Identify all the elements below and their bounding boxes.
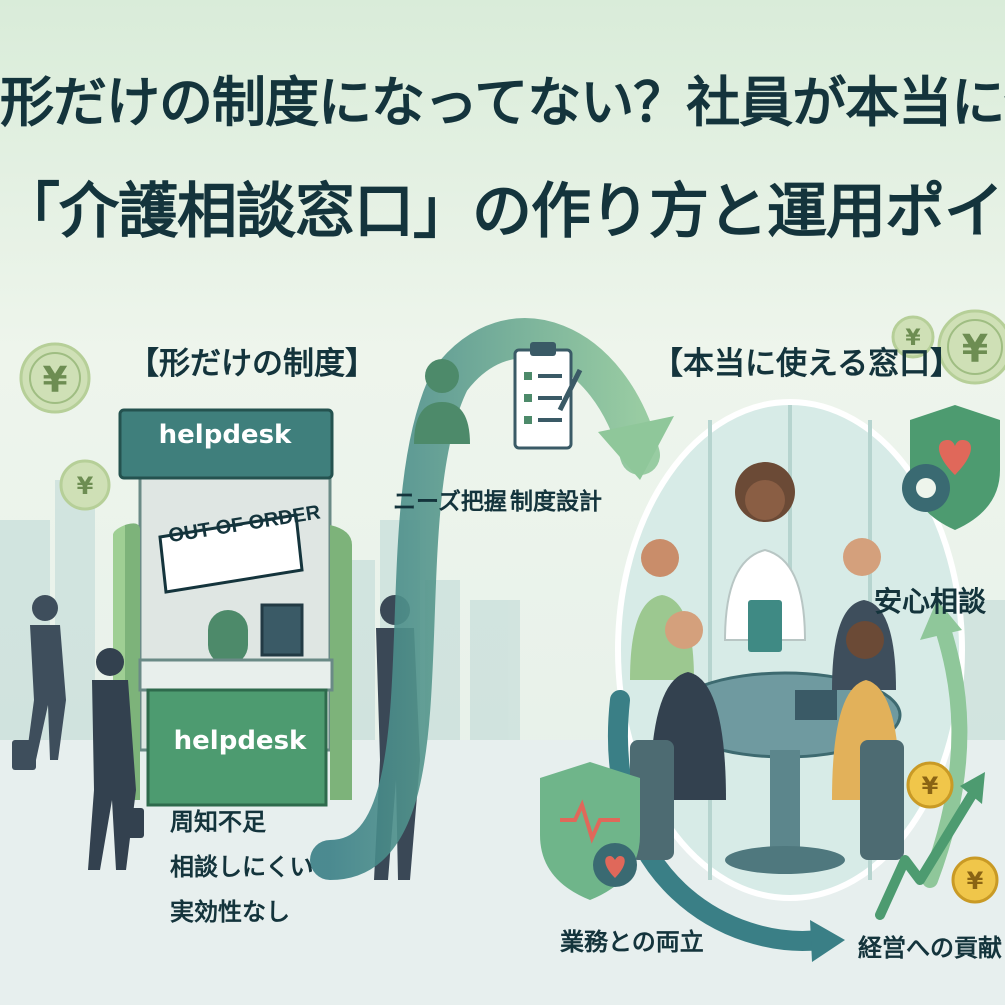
coin-yen-symbol: ¥ xyxy=(922,772,939,800)
yen-coin-icon xyxy=(19,342,91,414)
coin-yen-symbol: ¥ xyxy=(967,867,984,895)
helpdesk-counter xyxy=(146,688,328,807)
flow-step-design-label: 制度設計 xyxy=(510,489,602,515)
problem-item: 実効性なし xyxy=(170,898,290,926)
problem-item: 相談しにくい xyxy=(170,853,314,881)
helpdesk-sign-board xyxy=(118,408,334,480)
yen-coin-icon xyxy=(891,315,935,359)
chair xyxy=(860,740,904,860)
walking-person-icon xyxy=(12,595,66,770)
title-line-2: 「介護相談窓口」の作り方と運用ポイント xyxy=(0,177,1005,247)
coin-yen-symbol: ¥ xyxy=(962,327,988,371)
flow-step-needs-label: ニーズ把握 xyxy=(393,489,507,515)
benefit-work-balance: 業務との両立 xyxy=(560,928,704,956)
growth-arrow xyxy=(875,785,980,920)
left-section-heading: 【形だけの制度】 xyxy=(128,346,376,382)
helpdesk-sign-label: helpdesk xyxy=(158,420,292,450)
person-icon xyxy=(414,359,470,444)
problem-item: 周知不足 xyxy=(170,808,266,836)
coin-yen-symbol: ¥ xyxy=(42,360,67,401)
growth-arrow-head xyxy=(960,772,985,804)
coin-yen-symbol: ¥ xyxy=(77,472,94,500)
right-section-heading: 【本当に使える窓口】 xyxy=(652,346,962,382)
benefit-safe-consultation: 安心相談 xyxy=(874,585,987,618)
helpdesk-booth xyxy=(113,408,352,807)
problem-list: 周知不足 相談しにくい 実効性なし xyxy=(170,800,314,935)
out-of-order-sign xyxy=(158,513,304,594)
clipboard-icon xyxy=(513,342,583,450)
benefit-management-contribution: 経営への貢献 xyxy=(858,934,1002,962)
chair xyxy=(630,740,674,860)
gear-heart-icon xyxy=(593,843,637,887)
yen-coin-icon xyxy=(906,761,954,809)
cycle-arrow-head xyxy=(920,600,962,640)
yen-coin-icon xyxy=(937,309,1005,385)
flow-arrow-head xyxy=(598,416,674,480)
yen-coin-icon xyxy=(59,459,111,511)
gear-icon xyxy=(902,464,950,512)
helpdesk-counter-label: helpdesk xyxy=(173,726,307,756)
title-line-1: 形だけの制度になってない？社員が本当に使える xyxy=(0,71,1005,134)
walking-person-icon xyxy=(88,648,144,870)
counselor-person xyxy=(723,462,807,652)
cycle-arrow xyxy=(608,690,830,951)
cycle-arrow-head xyxy=(810,920,845,962)
yen-coin-icon xyxy=(951,856,999,904)
coin-yen-symbol: ¥ xyxy=(905,326,921,351)
